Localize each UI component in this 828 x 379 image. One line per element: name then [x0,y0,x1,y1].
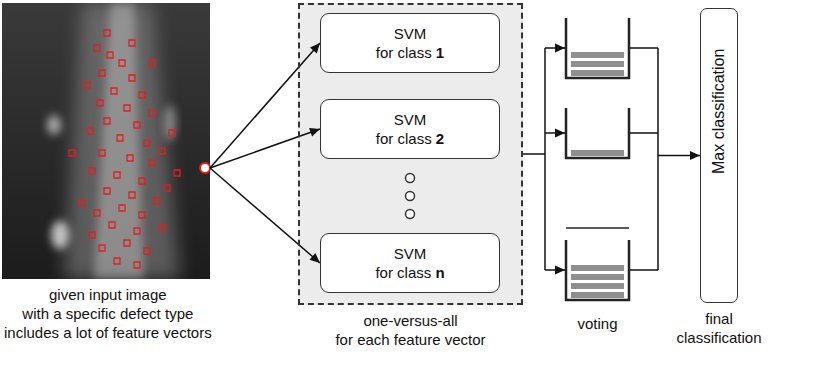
image-highlight [47,115,61,135]
vote-bin [566,18,629,78]
caption-text: final classification [676,309,761,347]
ellipsis-dot [406,210,415,219]
input-image: given input image with a specific defect… [2,3,210,279]
ellipsis-dot [406,174,415,183]
arrowhead [309,253,320,263]
vote-bar [571,61,624,67]
vote-bar [571,274,624,280]
connector-segment [630,132,658,134]
connector-arrow [523,44,565,275]
vote-bar [571,150,624,156]
connector-arrow [210,168,320,263]
ellipsis-dots [406,174,415,219]
arrowhead [310,43,320,53]
vote-bar [571,283,624,289]
svm-classifier-box: SVM for class n [320,233,500,293]
arrowhead [555,44,565,53]
one-versus-all-group: one-versus-all for each feature vectorSV… [298,3,523,305]
image-ground [2,3,210,279]
connector-segment [630,269,658,271]
voting-bins [566,18,629,300]
arrowhead [555,266,565,275]
vote-bin [566,240,629,300]
vote-bar [571,292,624,298]
arrowhead [555,129,565,138]
svm-classifier-box: SVM for class 2 [320,99,500,159]
connector-segment [657,48,659,270]
vote-bar [571,70,624,76]
connector-segment [523,153,545,155]
image-streak [64,3,180,279]
max-classification-box: Max classificationfinal classification [700,8,738,303]
image-highlight [51,221,69,249]
connector-segment [630,47,658,49]
selected-feature-point [200,163,210,173]
arrowhead [690,151,700,160]
vertical-box-label: Max classification [709,138,729,174]
caption-text: one-versus-all for each feature vector [335,311,485,349]
caption-text: given input image with a specific defect… [4,285,212,342]
classifier-label: SVM for class 2 [376,110,444,148]
connector-arrow [210,43,320,168]
vote-threshold-line [566,227,629,229]
connector-segment [210,129,320,168]
caption-text: voting [577,314,617,333]
arrowhead [309,128,320,136]
svm-classifier-box: SVM for class 1 [320,13,500,73]
vote-bar [571,265,624,271]
connector-arrow [630,48,700,270]
vote-bin [566,108,629,158]
voting-stage: voting [565,8,630,308]
feature-point-markers [69,30,180,268]
connector-segment [210,43,320,168]
classifier-label: SVM for class 1 [376,24,444,62]
defect-image [2,3,210,279]
ellipsis-dot [406,192,415,201]
vote-bar [571,52,624,58]
classifier-label: SVM for class n [375,244,444,282]
connector-segment [544,48,546,270]
group-background [298,3,523,305]
connector-segment [210,168,320,263]
connector-arrow [210,128,320,168]
